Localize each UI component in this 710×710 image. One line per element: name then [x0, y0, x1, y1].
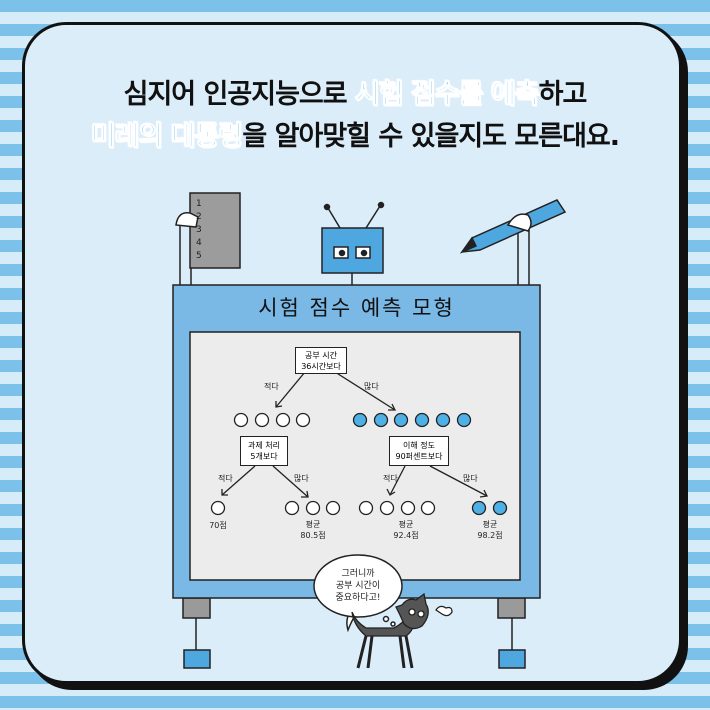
edge-label-less: 적다 [264, 382, 279, 391]
data-dots [210, 412, 508, 516]
cat [351, 592, 453, 669]
headline-line2: 미래의 대통령을 알아맞힐 수 있을지도 모른대요. [90, 121, 620, 153]
edge-label-more: 많다 [294, 474, 309, 483]
hand-with-paper [175, 192, 241, 285]
edge-label-less: 적다 [383, 474, 398, 483]
speech-bubble [313, 554, 403, 633]
edge-label-more: 많다 [364, 382, 379, 391]
board-title: 시험 점수 예측 모형 [258, 296, 455, 320]
leaf-label: 70점 [209, 521, 227, 530]
headline-line1: 심지어 인공지능으로 시험 점수를 예측하고 [123, 79, 588, 111]
tree-arrows [221, 371, 488, 498]
edge-label-more: 많다 [463, 474, 478, 483]
robot-head [321, 201, 385, 285]
edge-label-less: 적다 [218, 474, 233, 483]
board-legs [182, 597, 526, 669]
hand-with-pencil [459, 199, 567, 285]
